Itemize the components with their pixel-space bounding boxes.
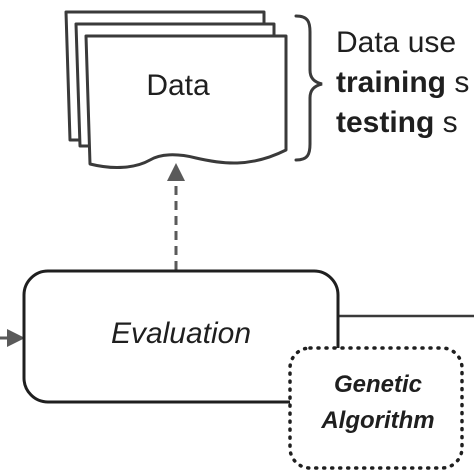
note-line-3-rest: s (434, 106, 457, 139)
note-training-keyword: training (336, 66, 446, 99)
data-document-stack: Data (64, 10, 288, 169)
note-brace (294, 14, 323, 162)
evaluation-box (22, 269, 340, 404)
note-line-1-text: Data use (336, 26, 456, 59)
note-testing-keyword: testing (336, 106, 434, 139)
note-line-1: Data use (336, 26, 456, 59)
note-line-2: training s (336, 66, 469, 99)
evaluation-label: Evaluation (111, 317, 251, 350)
genetic-algorithm-label-line-2: Algorithm (320, 407, 434, 434)
genetic-algorithm-box (288, 346, 464, 470)
note-line-3: testing s (336, 106, 458, 139)
data-label: Data (146, 69, 210, 102)
data-document-front (84, 34, 288, 169)
genetic-algorithm-label-line-1: Genetic (334, 371, 422, 398)
note-line-2-rest: s (446, 66, 469, 99)
